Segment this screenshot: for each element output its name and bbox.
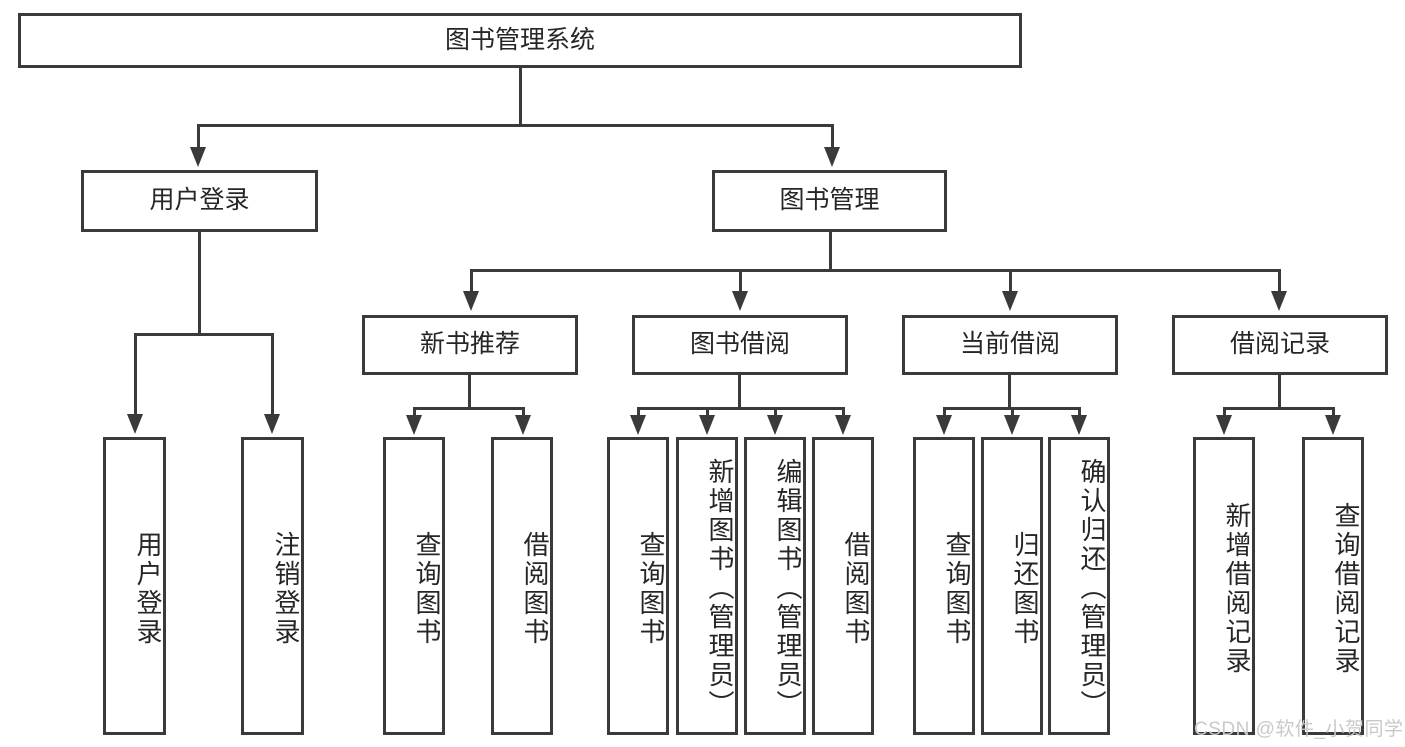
node-new-book-recommend[interactable]: 新书推荐 — [362, 315, 578, 375]
connector-bb-leaf-4 — [842, 407, 845, 417]
connector-cb-leaf-1 — [943, 407, 946, 417]
leaf-book-borrow-add-book-admin[interactable]: 新增图书（管理员） — [676, 437, 738, 735]
arrow-br-leaf-1 — [1216, 415, 1232, 435]
arrow-bb-leaf-2 — [699, 415, 715, 435]
leaf-new-book-recommend-query-book[interactable]: 查询图书 — [383, 437, 445, 735]
leaf-new-book-recommend-borrow-book[interactable]: 借阅图书 — [491, 437, 553, 735]
leaf-current-borrow-return-book[interactable]: 归还图书 — [981, 437, 1043, 735]
leaf-label: 编辑图书（管理员） — [773, 457, 803, 719]
arrow-to-current-borrow — [1002, 291, 1018, 311]
connector-br-leaf-2 — [1332, 407, 1335, 417]
arrow-to-book-borrow — [732, 291, 748, 311]
connector-user-login-leaf-1 — [134, 333, 137, 416]
arrow-root-to-book-management — [824, 147, 840, 167]
connector-user-login-bus — [134, 333, 274, 336]
connector-bb-leaf-2 — [706, 407, 709, 417]
connector-user-login-stem — [198, 232, 201, 336]
connector-to-new-book-recommend — [470, 269, 473, 293]
leaf-label: 归还图书 — [1010, 531, 1040, 647]
leaf-label: 查询图书 — [636, 531, 666, 647]
connector-bb-leaf-1 — [637, 407, 640, 417]
connector-new-book-recommend-bus — [413, 407, 525, 410]
leaf-label: 新增图书（管理员） — [705, 457, 735, 719]
leaf-label: 确认归还（管理员） — [1077, 457, 1107, 719]
leaf-label: 借阅图书 — [841, 531, 871, 647]
leaf-current-borrow-query-book[interactable]: 查询图书 — [913, 437, 975, 735]
connector-current-borrow-stem — [1008, 375, 1011, 410]
leaf-borrow-record-add-record[interactable]: 新增借阅记录 — [1193, 437, 1255, 735]
connector-root-stem — [519, 68, 522, 124]
arrow-bb-leaf-3 — [767, 415, 783, 435]
node-current-borrow[interactable]: 当前借阅 — [902, 315, 1118, 375]
leaf-borrow-record-query-record[interactable]: 查询借阅记录 — [1302, 437, 1364, 735]
node-book-management[interactable]: 图书管理 — [712, 170, 947, 232]
connector-to-current-borrow — [1009, 269, 1012, 293]
connector-bb-leaf-3 — [774, 407, 777, 417]
leaf-label: 用户登录 — [133, 531, 163, 647]
connector-borrow-record-bus — [1223, 407, 1335, 410]
connector-book-management-stem — [829, 232, 832, 272]
arrow-bb-leaf-1 — [630, 415, 646, 435]
connector-new-book-recommend-stem — [468, 375, 471, 410]
node-root-book-management-system[interactable]: 图书管理系统 — [18, 13, 1022, 68]
arrow-bb-leaf-4 — [835, 415, 851, 435]
csdn-watermark: CSDN @软件_小贺同学 — [1194, 719, 1404, 740]
connector-root-to-book-management — [831, 124, 834, 149]
arrow-to-borrow-record — [1271, 291, 1287, 311]
leaf-user-login-login[interactable]: 用户登录 — [103, 437, 166, 735]
connector-to-borrow-record — [1278, 269, 1281, 293]
arrow-br-leaf-2 — [1325, 415, 1341, 435]
leaf-book-borrow-edit-book-admin[interactable]: 编辑图书（管理员） — [744, 437, 806, 735]
leaf-label: 查询图书 — [942, 531, 972, 647]
leaf-label: 注销登录 — [271, 531, 301, 647]
arrow-nbr-leaf-2 — [515, 415, 531, 435]
connector-book-borrow-bus — [637, 407, 845, 410]
connector-cb-leaf-2 — [1011, 407, 1014, 417]
arrow-to-new-book-recommend — [463, 291, 479, 311]
connector-root-bus — [197, 124, 834, 127]
connector-cb-leaf-3 — [1078, 407, 1081, 417]
connector-to-book-borrow — [739, 269, 742, 293]
connector-root-to-user-login — [197, 124, 200, 149]
leaf-book-borrow-borrow-book[interactable]: 借阅图书 — [812, 437, 874, 735]
connector-nbr-leaf-2 — [522, 407, 525, 417]
leaf-user-login-logout[interactable]: 注销登录 — [241, 437, 304, 735]
node-user-login[interactable]: 用户登录 — [81, 170, 318, 232]
connector-borrow-record-stem — [1278, 375, 1281, 410]
leaf-book-borrow-query-book[interactable]: 查询图书 — [607, 437, 669, 735]
arrow-nbr-leaf-1 — [406, 415, 422, 435]
connector-nbr-leaf-1 — [413, 407, 416, 417]
leaf-label: 查询借阅记录 — [1331, 502, 1361, 676]
arrow-user-login-leaf-1 — [127, 414, 143, 434]
arrow-cb-leaf-2 — [1004, 415, 1020, 435]
arrow-root-to-user-login — [190, 147, 206, 167]
leaf-label: 借阅图书 — [520, 531, 550, 647]
arrow-cb-leaf-1 — [936, 415, 952, 435]
connector-br-leaf-1 — [1223, 407, 1226, 417]
arrow-user-login-leaf-2 — [264, 414, 280, 434]
leaf-label: 新增借阅记录 — [1222, 502, 1252, 676]
arrow-cb-leaf-3 — [1071, 415, 1087, 435]
connector-book-borrow-stem — [738, 375, 741, 410]
node-borrow-record[interactable]: 借阅记录 — [1172, 315, 1388, 375]
leaf-label: 查询图书 — [412, 531, 442, 647]
connector-level3-bus — [470, 269, 1281, 272]
connector-user-login-leaf-2 — [271, 333, 274, 416]
leaf-current-borrow-confirm-return-admin[interactable]: 确认归还（管理员） — [1048, 437, 1110, 735]
node-book-borrow[interactable]: 图书借阅 — [632, 315, 848, 375]
